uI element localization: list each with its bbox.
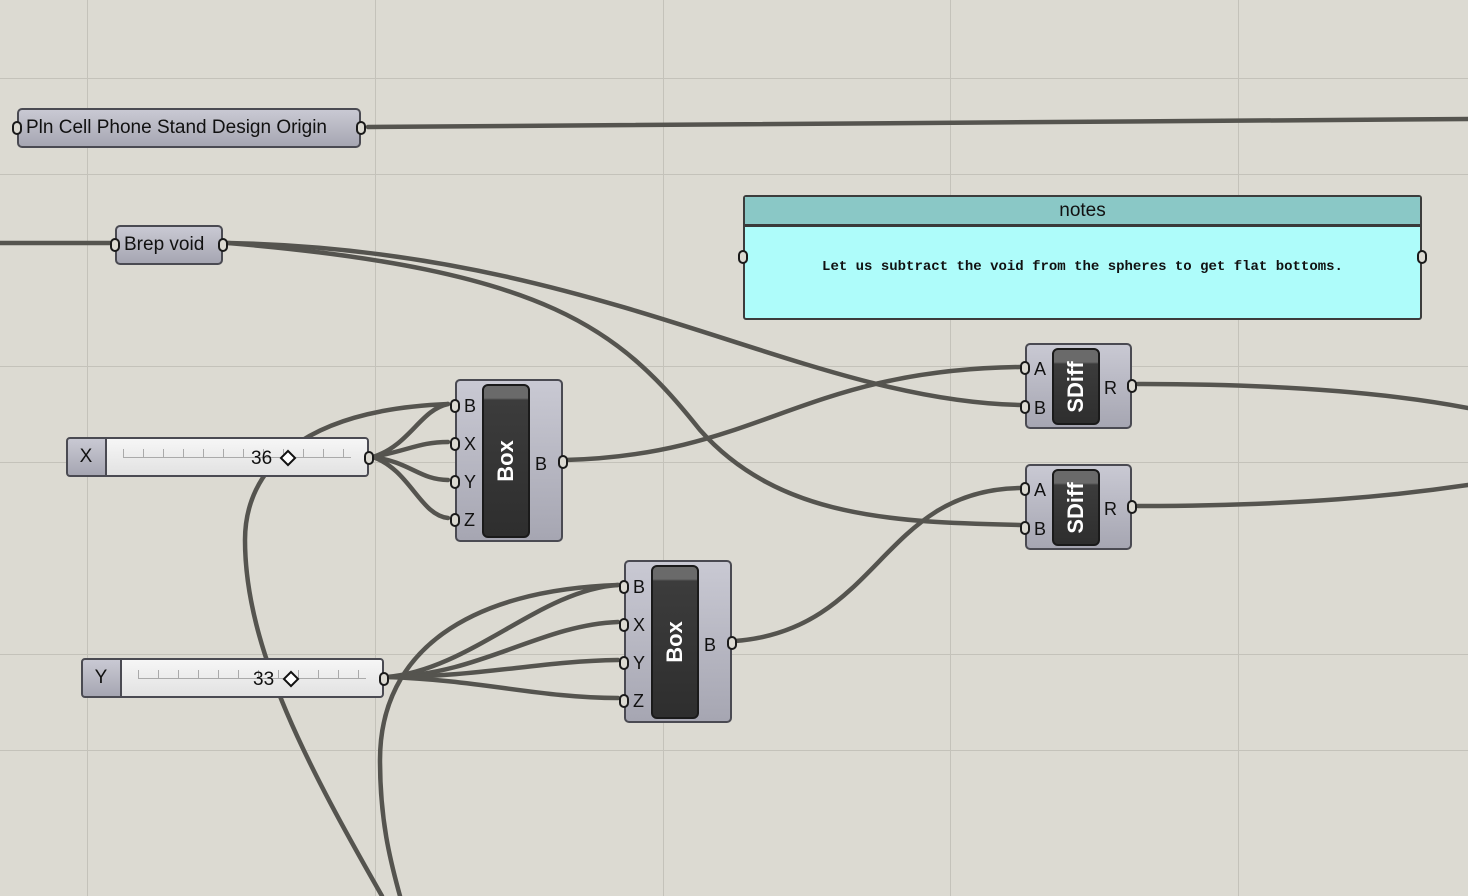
input-grip[interactable]	[619, 580, 629, 594]
output-grip[interactable]	[218, 238, 228, 252]
output-grip[interactable]	[379, 672, 389, 686]
y-number-slider[interactable]: Y 33	[81, 658, 389, 698]
input-b-label: B	[1034, 398, 1047, 418]
slider-label: X	[79, 446, 93, 467]
notes-panel[interactable]: notes Let us subtract the void from the …	[738, 195, 1427, 320]
input-b-label: B	[464, 396, 477, 416]
wire	[370, 439, 451, 460]
input-grip[interactable]	[450, 475, 460, 489]
wire	[370, 454, 451, 521]
input-b-label: B	[633, 577, 646, 597]
input-grip[interactable]	[450, 437, 460, 451]
input-y-label: Y	[464, 472, 477, 492]
x-number-slider[interactable]: X 36	[66, 437, 374, 477]
pln-origin-param[interactable]: Pln Cell Phone Stand Design Origin	[12, 108, 366, 148]
wire	[384, 582, 621, 680]
wire	[242, 401, 451, 896]
wire	[1135, 482, 1468, 509]
output-grip[interactable]	[1127, 379, 1137, 393]
input-grip[interactable]	[1020, 400, 1030, 414]
wire	[732, 485, 1023, 644]
input-x-label: X	[464, 434, 477, 454]
input-grip[interactable]	[619, 618, 629, 632]
input-b-label: B	[1034, 519, 1047, 539]
output-b-label: B	[535, 454, 548, 474]
component-core[interactable]: Box	[651, 565, 699, 719]
input-grip[interactable]	[619, 694, 629, 708]
input-grip[interactable]	[1020, 482, 1030, 496]
input-a-label: A	[1034, 359, 1047, 379]
slider-track[interactable]: 36	[105, 439, 367, 475]
grid-line	[0, 366, 1468, 367]
input-z-label: Z	[633, 691, 644, 711]
input-x-label: X	[633, 615, 646, 635]
box-component[interactable]: B X Y Z Box B	[619, 560, 737, 723]
input-grip[interactable]	[738, 250, 748, 264]
output-r-label: R	[1104, 378, 1117, 398]
component-core[interactable]: SDiff	[1052, 469, 1100, 546]
input-a-label: A	[1034, 480, 1047, 500]
input-z-label: Z	[464, 510, 475, 530]
grid-line	[0, 78, 1468, 79]
brep-void-param[interactable]: Brep void	[110, 225, 228, 265]
grid-line	[0, 174, 1468, 175]
input-grip[interactable]	[619, 656, 629, 670]
grid-line	[950, 0, 951, 896]
panel-text[interactable]: Let us subtract the void from the sphere…	[822, 259, 1343, 275]
component-core[interactable]: SDiff	[1052, 348, 1100, 425]
output-grip[interactable]	[1127, 500, 1137, 514]
component-name: SDiff	[1063, 481, 1088, 534]
wire	[384, 674, 621, 701]
output-grip[interactable]	[1417, 250, 1427, 264]
output-grip[interactable]	[727, 636, 737, 650]
grid-line	[0, 750, 1468, 751]
wire	[365, 116, 1468, 130]
wire	[377, 582, 621, 896]
panel-title: notes	[745, 197, 1420, 227]
grid-line	[1238, 0, 1239, 896]
output-grip[interactable]	[364, 451, 374, 465]
brep-void-label: Brep void	[124, 234, 205, 255]
wire	[384, 657, 621, 680]
output-r-label: R	[1104, 499, 1117, 519]
grid-line	[0, 654, 1468, 655]
slider-ticks	[138, 670, 366, 679]
wire	[1135, 381, 1468, 411]
output-grip[interactable]	[558, 455, 568, 469]
component-core[interactable]: Box	[482, 384, 530, 538]
input-grip[interactable]	[450, 513, 460, 527]
component-name: Box	[662, 621, 687, 663]
output-grip[interactable]	[356, 121, 366, 135]
grid-line	[375, 0, 376, 896]
input-grip[interactable]	[1020, 361, 1030, 375]
component-name: Box	[493, 440, 518, 482]
grid-line	[663, 0, 664, 896]
wire	[384, 619, 621, 680]
sdiff-component[interactable]: A B SDiff R	[1020, 464, 1137, 550]
wire	[562, 364, 1023, 463]
input-grip[interactable]	[450, 399, 460, 413]
pln-origin-label: Pln Cell Phone Stand Design Origin	[26, 117, 328, 138]
output-b-label: B	[704, 635, 717, 655]
box-component[interactable]: B X Y Z Box B	[450, 379, 568, 542]
input-y-label: Y	[633, 653, 646, 673]
input-grip[interactable]	[110, 238, 120, 252]
wire	[370, 454, 451, 483]
slider-ticks	[123, 449, 351, 458]
wire	[370, 401, 451, 460]
slider-value: 33	[253, 669, 275, 690]
slider-track[interactable]: 33	[120, 660, 382, 696]
slider-label: Y	[94, 667, 108, 688]
slider-value: 36	[251, 448, 273, 469]
component-name: SDiff	[1063, 360, 1088, 413]
input-grip[interactable]	[12, 121, 22, 135]
input-grip[interactable]	[1020, 521, 1030, 535]
sdiff-component[interactable]: A B SDiff R	[1020, 343, 1137, 429]
